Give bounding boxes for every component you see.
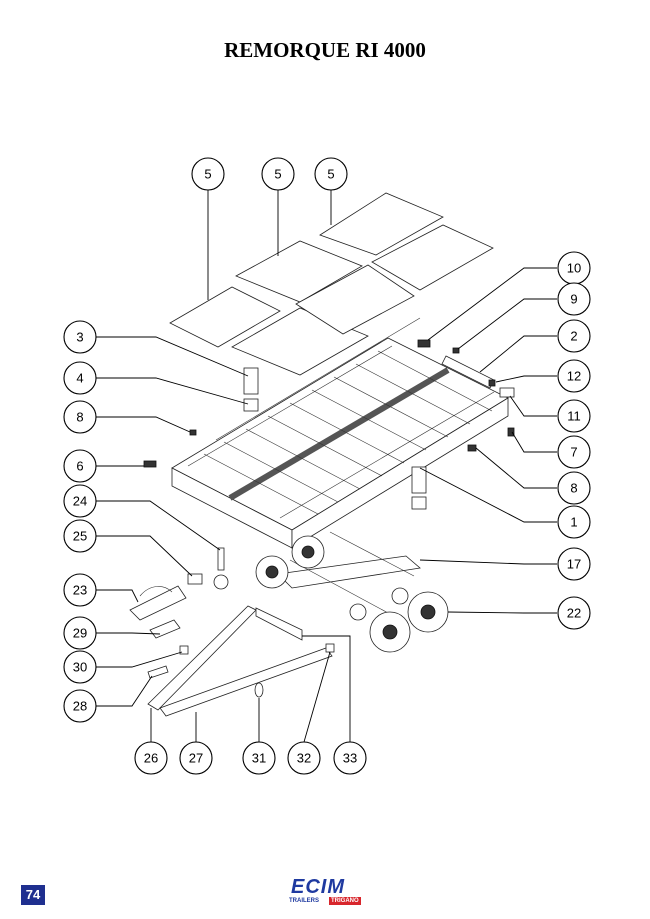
page-title: REMORQUE RI 4000 (224, 38, 426, 62)
callout-25: 25 (63, 519, 97, 553)
svg-text:22: 22 (567, 606, 581, 621)
callout-12: 12 (557, 359, 591, 393)
axle-assembly (255, 531, 449, 653)
svg-text:5: 5 (327, 167, 334, 182)
callout-32: 32 (287, 741, 321, 775)
svg-text:26: 26 (144, 751, 158, 766)
svg-text:10: 10 (567, 261, 581, 276)
svg-text:3: 3 (76, 330, 83, 345)
callout-17: 17 (557, 547, 591, 581)
svg-text:23: 23 (73, 583, 87, 598)
floor-panels (169, 192, 494, 376)
svg-text:9: 9 (570, 292, 577, 307)
svg-text:2: 2 (570, 329, 577, 344)
side-bracket-right (411, 466, 427, 494)
callout-29: 29 (63, 616, 97, 650)
callout-9: 9 (557, 282, 591, 316)
svg-text:8: 8 (76, 410, 83, 425)
callout-1: 1 (557, 505, 591, 539)
svg-text:29: 29 (73, 626, 87, 641)
svg-text:4: 4 (76, 371, 83, 386)
svg-text:28: 28 (73, 699, 87, 714)
side-plate-right (411, 496, 427, 510)
logo-tag: TRIGANO (329, 897, 361, 905)
svg-text:6: 6 (76, 459, 83, 474)
callout-11: 11 (557, 399, 591, 433)
leader-lines (96, 190, 557, 743)
callout-24: 24 (63, 484, 97, 518)
callout-5: 5 (314, 157, 348, 191)
svg-text:5: 5 (204, 167, 211, 182)
callout-6: 6 (63, 449, 97, 483)
side-plate (243, 398, 259, 412)
logo-sub: TRAILERS (289, 898, 319, 904)
ecim-logo: ECIM TRAILERS TRIGANO (287, 876, 363, 910)
svg-text:33: 33 (343, 751, 357, 766)
svg-text:12: 12 (567, 369, 581, 384)
callout-28: 28 (63, 689, 97, 723)
callout-3: 3 (63, 320, 97, 354)
callout-10: 10 (557, 251, 591, 285)
callout-4: 4 (63, 361, 97, 395)
callout-33: 33 (333, 741, 367, 775)
side-bracket (243, 367, 259, 395)
callout-27: 27 (179, 741, 213, 775)
svg-text:8: 8 (570, 481, 577, 496)
svg-text:30: 30 (73, 660, 87, 675)
callout-30: 30 (63, 650, 97, 684)
drawbar-assembly (147, 605, 335, 717)
svg-text:24: 24 (73, 494, 87, 509)
page-number-badge: 74 (21, 885, 45, 905)
callout-8: 8 (557, 471, 591, 505)
callout-23: 23 (63, 573, 97, 607)
svg-text:31: 31 (252, 751, 266, 766)
svg-text:27: 27 (189, 751, 203, 766)
svg-text:5: 5 (274, 167, 281, 182)
svg-text:7: 7 (570, 445, 577, 460)
callout-2: 2 (557, 319, 591, 353)
callout-22: 22 (557, 596, 591, 630)
svg-text:25: 25 (73, 529, 87, 544)
svg-text:11: 11 (567, 409, 581, 424)
callout-31: 31 (242, 741, 276, 775)
svg-text:17: 17 (567, 557, 581, 572)
logo-brand: ECIM (291, 876, 345, 898)
callout-5: 5 (261, 157, 295, 191)
coupling-assembly (129, 547, 229, 679)
callout-7: 7 (557, 435, 591, 469)
callout-26: 26 (134, 741, 168, 775)
svg-text:32: 32 (297, 751, 311, 766)
chassis-frame (171, 317, 509, 549)
callout-5: 5 (191, 157, 225, 191)
callout-8: 8 (63, 400, 97, 434)
svg-text:1: 1 (570, 515, 577, 530)
